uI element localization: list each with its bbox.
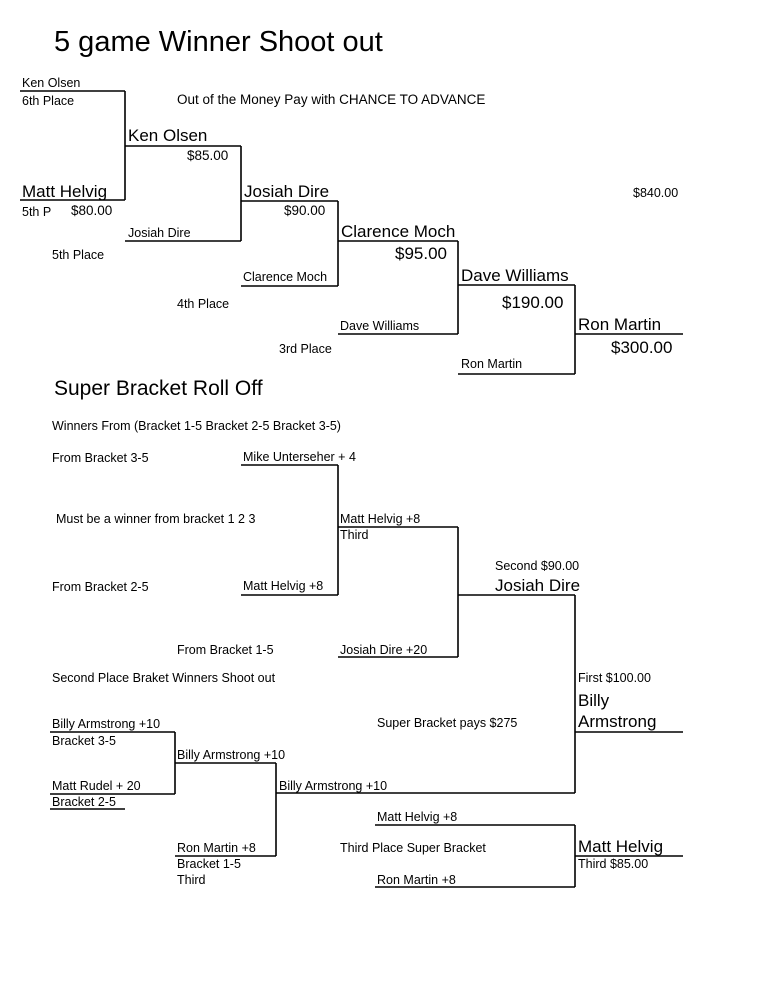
winner-ron-martin: Ron Martin <box>578 315 662 334</box>
entry-clarence-moch: Clarence Moch <box>243 270 328 284</box>
third-ron-martin-entry: Ron Martin +8 <box>377 873 456 887</box>
bracket-1-5-label: Bracket 1-5 <box>177 857 241 871</box>
pay-josiah-dire: $90.00 <box>284 203 326 218</box>
winner-ken-olsen: Ken Olsen <box>128 126 208 145</box>
third-place-label: 3rd Place <box>279 342 332 356</box>
pay-dave-williams: $190.00 <box>502 293 564 312</box>
third-place-super-label: Third Place Super Bracket <box>340 841 486 855</box>
winner-clarence-moch: Clarence Moch <box>341 222 456 241</box>
first-armstrong: Armstrong <box>578 712 657 731</box>
entry-ron-martin-8: Ron Martin +8 <box>177 841 256 855</box>
winner-josiah-dire: Josiah Dire <box>244 182 330 201</box>
third-pay: Third $85.00 <box>578 857 649 871</box>
fourth-place-label: 4th Place <box>177 297 230 311</box>
entry-mike-unterseher: Mike Unterseher + 4 <box>243 450 356 464</box>
entry-josiah-dire-super: Josiah Dire +20 <box>340 643 428 657</box>
second-josiah-dire: Josiah Dire <box>495 576 581 595</box>
from-bracket-1-5: From Bracket 1-5 <box>177 643 274 657</box>
entry-matt-helvig-super: Matt Helvig +8 <box>243 579 324 593</box>
second-place-title: Second Place Braket Winners Shoot out <box>52 671 276 685</box>
must-be-winner-note: Must be a winner from bracket 1 2 3 <box>56 512 256 526</box>
second-pay: Second $90.00 <box>495 559 580 573</box>
pay-ron-martin: $300.00 <box>611 338 673 357</box>
entry-matt-rudel: Matt Rudel + 20 <box>52 779 141 793</box>
bracket-3-5-label: Bracket 3-5 <box>52 734 116 748</box>
first-pay: First $100.00 <box>578 671 651 685</box>
entry-ken-olsen: Ken Olsen <box>22 76 81 90</box>
from-bracket-2-5: From Bracket 2-5 <box>52 580 149 594</box>
entry-billy-armstrong: Billy Armstrong +10 <box>52 717 161 731</box>
entry-ron-martin: Ron Martin <box>461 357 523 371</box>
bracket-2-5-label: Bracket 2-5 <box>52 795 116 809</box>
pay-matt-helvig: $80.00 <box>71 203 113 218</box>
sixth-place-label: 6th Place <box>22 94 75 108</box>
semi-billy-armstrong: Billy Armstrong +10 <box>177 748 286 762</box>
entry-josiah-dire: Josiah Dire <box>128 226 191 240</box>
fifth-place-label: 5th Place <box>52 248 105 262</box>
pay-ken-olsen: $85.00 <box>187 148 229 163</box>
third-matt-helvig: Matt Helvig <box>578 837 664 856</box>
fifth-p-label: 5th P <box>22 205 52 219</box>
super-bracket-title: Super Bracket Roll Off <box>54 377 263 400</box>
winners-from-note: Winners From (Bracket 1-5 Bracket 2-5 Br… <box>52 419 341 433</box>
third-label-2: Third <box>177 873 206 887</box>
third-matt-helvig-entry: Matt Helvig +8 <box>377 810 458 824</box>
pay-clarence-moch: $95.00 <box>395 244 447 263</box>
final-billy-armstrong: Billy Armstrong +10 <box>279 779 388 793</box>
from-bracket-3-5: From Bracket 3-5 <box>52 451 149 465</box>
first-billy: Billy <box>578 691 610 710</box>
super-bracket-pays: Super Bracket pays $275 <box>377 716 518 730</box>
semi-matt-helvig: Matt Helvig +8 <box>340 512 421 526</box>
page-title: 5 game Winner Shoot out <box>54 26 383 58</box>
third-label: Third <box>340 528 369 542</box>
entry-dave-williams: Dave Williams <box>340 319 420 333</box>
subtitle: Out of the Money Pay with CHANCE TO ADVA… <box>177 92 486 107</box>
winner-dave-williams: Dave Williams <box>461 266 569 285</box>
total-payout: $840.00 <box>633 186 679 200</box>
entry-matt-helvig: Matt Helvig <box>22 182 108 201</box>
